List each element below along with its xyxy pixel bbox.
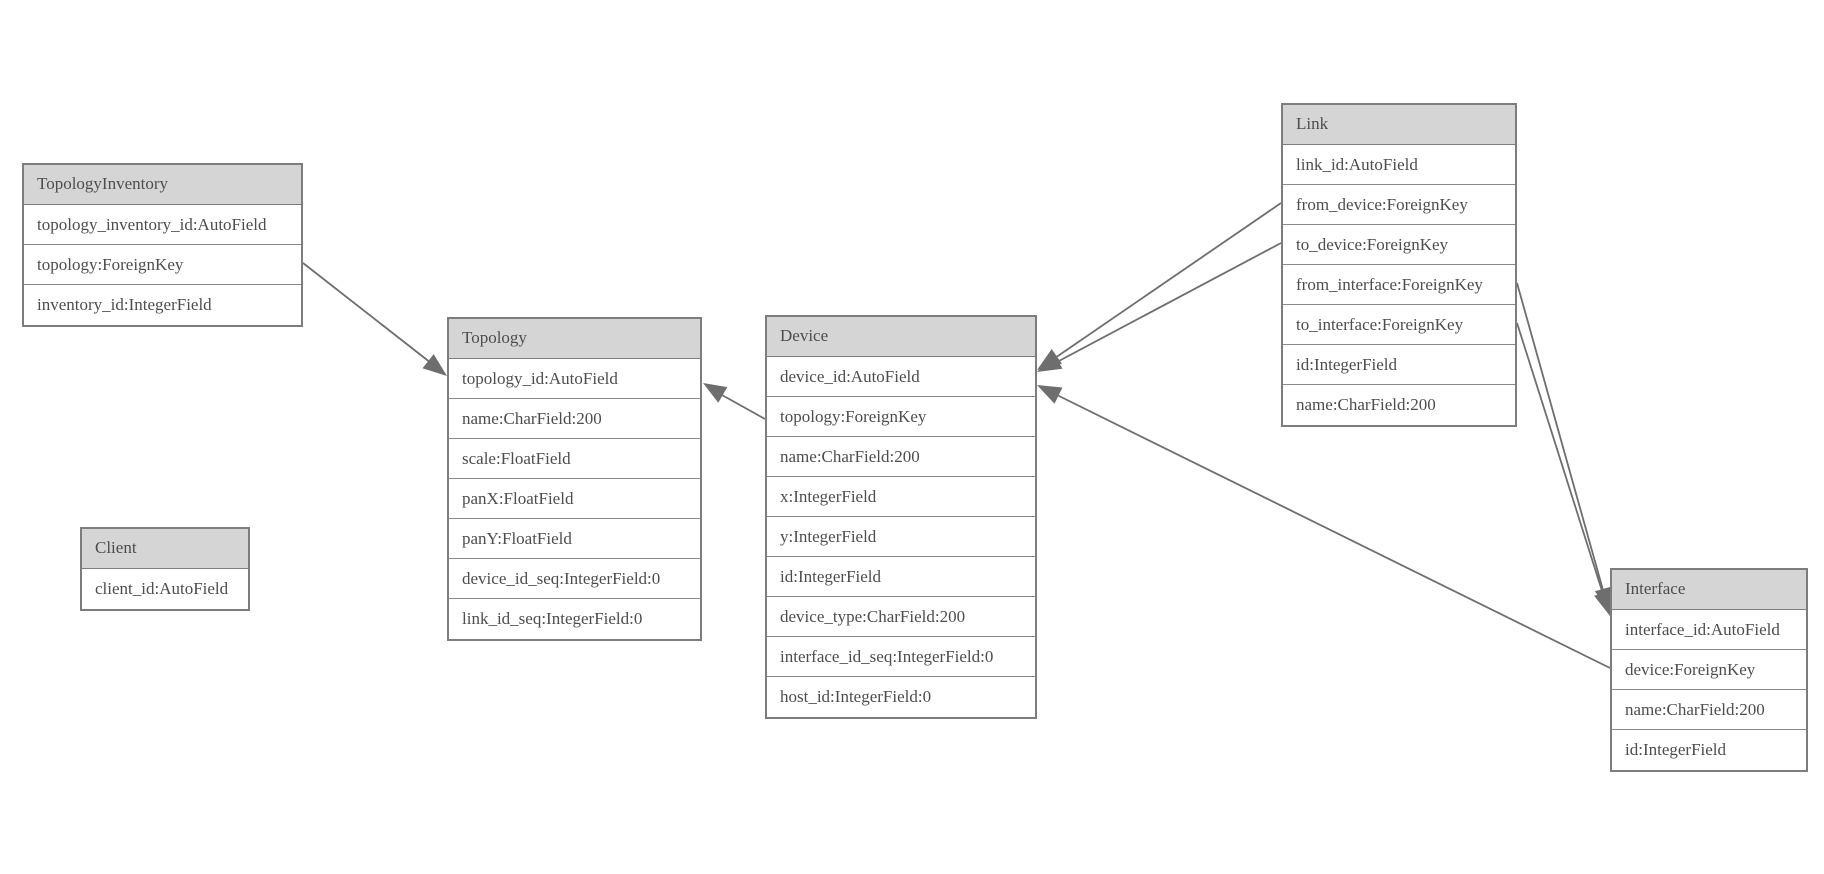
field-row: link_id_seq:IntegerField:0 — [449, 599, 700, 639]
field-row: id:IntegerField — [767, 557, 1035, 597]
connector-link-to-interface — [1516, 322, 1612, 616]
arrowhead-interface-device — [1037, 385, 1063, 404]
field-row: y:IntegerField — [767, 517, 1035, 557]
connector-interface-device — [1037, 385, 1611, 669]
field-row: name:CharField:200 — [767, 437, 1035, 477]
field-row: panY:FloatField — [449, 519, 700, 559]
field-row: id:IntegerField — [1283, 345, 1515, 385]
entity-topologyinventory-title: TopologyInventory — [24, 165, 301, 205]
field-row: name:CharField:200 — [1612, 690, 1806, 730]
arrowhead-device-topology — [703, 383, 728, 403]
entity-device-title: Device — [767, 317, 1035, 357]
field-row: client_id:AutoField — [82, 569, 248, 609]
entity-link: Link link_id:AutoField from_device:Forei… — [1281, 103, 1517, 427]
entity-interface: Interface interface_id:AutoField device:… — [1610, 568, 1808, 772]
field-row: host_id:IntegerField:0 — [767, 677, 1035, 717]
field-row: panX:FloatField — [449, 479, 700, 519]
field-row: to_interface:ForeignKey — [1283, 305, 1515, 345]
connector-link-to-device — [1037, 242, 1282, 372]
connector-topologyinventory-topology — [302, 262, 447, 376]
field-row: topology_id:AutoField — [449, 359, 700, 399]
field-row: interface_id_seq:IntegerField:0 — [767, 637, 1035, 677]
entity-topologyinventory: TopologyInventory topology_inventory_id:… — [22, 163, 303, 327]
entity-device: Device device_id:AutoField topology:Fore… — [765, 315, 1037, 719]
field-row: scale:FloatField — [449, 439, 700, 479]
field-row: x:IntegerField — [767, 477, 1035, 517]
connector-device-topology — [703, 383, 766, 420]
field-row: to_device:ForeignKey — [1283, 225, 1515, 265]
field-row: topology_inventory_id:AutoField — [24, 205, 301, 245]
field-row: topology:ForeignKey — [767, 397, 1035, 437]
field-row: from_interface:ForeignKey — [1283, 265, 1515, 305]
field-row: from_device:ForeignKey — [1283, 185, 1515, 225]
arrowhead-link-to-device — [1037, 352, 1063, 372]
entity-client-title: Client — [82, 529, 248, 569]
connector-link-from-interface — [1516, 282, 1613, 612]
arrowhead-link-to-interface — [1594, 590, 1612, 616]
entity-interface-title: Interface — [1612, 570, 1806, 610]
entity-topology: Topology topology_id:AutoField name:Char… — [447, 317, 702, 641]
field-row: interface_id:AutoField — [1612, 610, 1806, 650]
arrowhead-link-from-device — [1037, 349, 1062, 370]
field-row: topology:ForeignKey — [24, 245, 301, 285]
arrowhead-topologyinventory-topology — [422, 354, 447, 376]
field-row: device_type:CharField:200 — [767, 597, 1035, 637]
entity-client: Client client_id:AutoField — [80, 527, 250, 611]
field-row: name:CharField:200 — [449, 399, 700, 439]
field-row: name:CharField:200 — [1283, 385, 1515, 425]
field-row: inventory_id:IntegerField — [24, 285, 301, 325]
field-row: device_id_seq:IntegerField:0 — [449, 559, 700, 599]
field-row: device_id:AutoField — [767, 357, 1035, 397]
connector-link-from-device — [1037, 202, 1282, 370]
entity-topology-title: Topology — [449, 319, 700, 359]
field-row: link_id:AutoField — [1283, 145, 1515, 185]
field-row: device:ForeignKey — [1612, 650, 1806, 690]
entity-link-title: Link — [1283, 105, 1515, 145]
field-row: id:IntegerField — [1612, 730, 1806, 770]
